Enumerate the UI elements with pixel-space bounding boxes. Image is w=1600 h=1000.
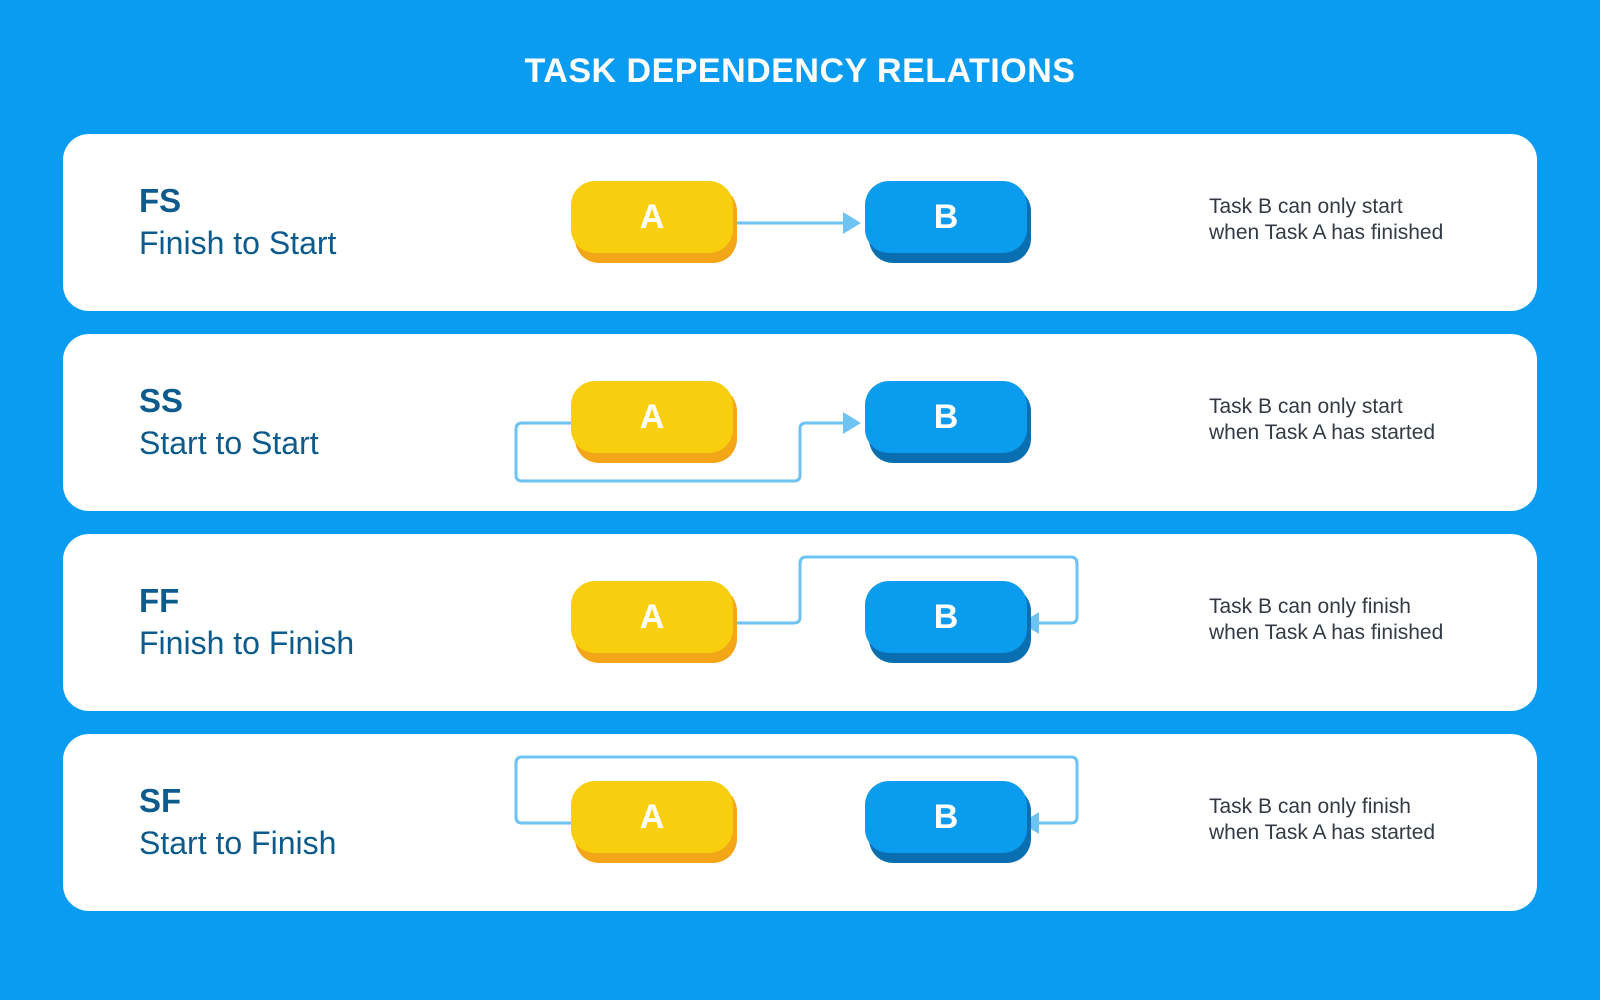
relation-description: Task B can only finish when Task A has s… [1209,794,1509,846]
task-a-box: A [571,181,737,263]
task-a-box: A [571,781,737,863]
task-a-label: A [640,598,665,636]
task-a-box: A [571,381,737,463]
relation-name: Start to Start [139,425,319,461]
task-a-label: A [640,398,665,436]
relation-description: Task B can only start when Task A has fi… [1209,194,1509,246]
relation-code: SS [139,382,184,419]
task-b-label: B [934,398,959,436]
relation-description: Task B can only finish when Task A has f… [1209,594,1509,646]
relation-code: SF [139,782,182,819]
relation-row-sf: SF Start to Finish A B Task B can only f… [63,734,1537,911]
task-b-box: B [865,581,1031,663]
dependency-diagram-fs: A B [571,181,1031,263]
task-b-box: B [865,381,1031,463]
task-b-label: B [934,198,959,236]
task-b-label: B [934,598,959,636]
relation-name: Start to Finish [139,825,337,861]
description-line: Task B can only start [1209,195,1403,218]
relation-description: Task B can only start when Task A has st… [1209,394,1509,446]
arrow-head-icon [843,212,861,234]
connector-line [731,555,1079,625]
dependency-diagram-sf: A B [514,755,1079,863]
description-line: when Task A has started [1209,821,1436,844]
description-line: Task B can only start [1209,395,1403,418]
dependency-diagram-ff: A B [571,555,1079,663]
relation-name: Finish to Start [139,225,337,261]
page-title: TASK DEPENDENCY RELATIONS [524,52,1076,90]
relation-code: FF [139,582,180,619]
task-a-label: A [640,198,665,236]
connector-line [514,755,1079,825]
arrow-head-icon [843,412,861,434]
description-line: Task B can only finish [1209,595,1411,618]
description-line: when Task A has finished [1209,221,1444,244]
connector-line [514,421,847,483]
relation-code: FS [139,182,182,219]
task-b-label: B [934,798,959,836]
task-b-box: B [865,781,1031,863]
task-a-box: A [571,581,737,663]
description-line: Task B can only finish [1209,795,1411,818]
relation-row-ss: SS Start to Start A B Task B can only st… [63,334,1537,511]
relation-row-fs: FS Finish to Start A B Task B can only s… [63,134,1537,311]
description-line: when Task A has started [1209,421,1436,444]
task-a-label: A [640,798,665,836]
description-line: when Task A has finished [1209,621,1444,644]
task-b-box: B [865,181,1031,263]
relation-row-ff: FF Finish to Finish A B Task B can only … [63,534,1537,711]
relation-name: Finish to Finish [139,625,355,661]
dependency-diagram-ss: A B [514,381,1031,483]
